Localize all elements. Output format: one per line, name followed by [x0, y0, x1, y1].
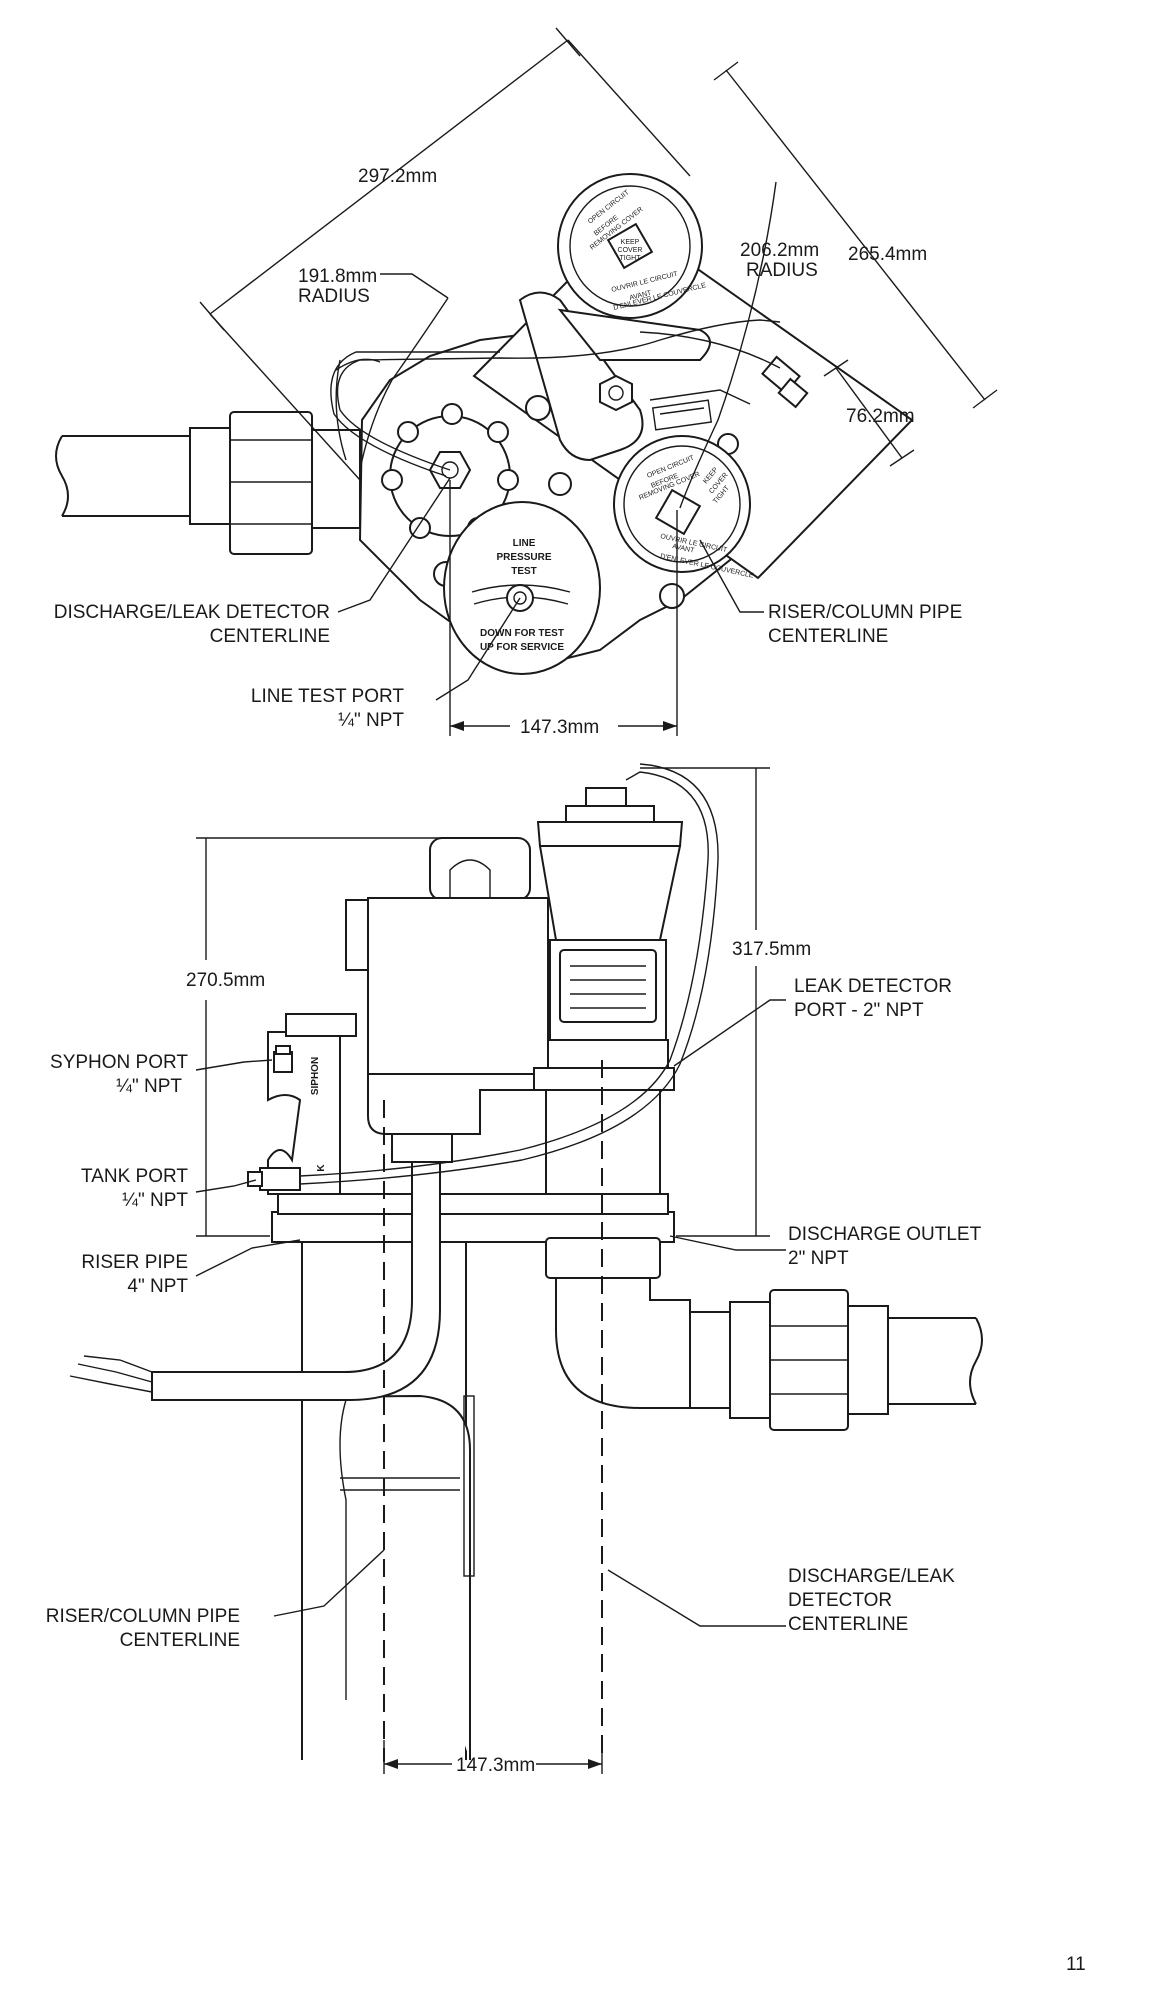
dim-spacing-side-label: 147.3mm [456, 1755, 535, 1776]
discharge-centerline-side-label-1: DISCHARGE/LEAK [788, 1566, 955, 1587]
line-test-port-label-2: ¼" NPT [338, 710, 404, 731]
discharge-centerline-label-2: CENTERLINE [210, 626, 330, 647]
keep-cover-text-top-2: COVER [618, 247, 643, 254]
top-lever [518, 291, 711, 462]
discharge-centerline-side-label-3: CENTERLINE [788, 1614, 908, 1635]
riser-centerline-top-label-1: RISER/COLUMN PIPE [768, 602, 962, 623]
side-view: SIPHON K [46, 763, 983, 1776]
dim-offset-label: 76.2mm [846, 406, 915, 427]
tank-port-label-1: TANK PORT [81, 1166, 188, 1187]
keep-cover-text-top: KEEP [621, 239, 640, 246]
side-leak-detector [533, 787, 684, 1195]
plate-line-text: LINE [513, 538, 536, 549]
top-round-cover: KEEP COVER TIGHT OPEN CIRCUIT BEFORE REM… [557, 173, 707, 319]
side-riser-pipe [301, 1242, 475, 1760]
plate-pressure-text: PRESSURE [496, 552, 551, 563]
side-discharge-pipe [545, 1237, 983, 1431]
riser-centerline-side-label-2: CENTERLINE [120, 1630, 240, 1651]
cover-french-riser-2: AVANT [672, 543, 696, 555]
syphon-port-label-1: SYPHON PORT [50, 1052, 188, 1073]
tank-stamp: K [316, 1164, 327, 1172]
side-dimensions [195, 767, 786, 1774]
side-motor-housing [345, 837, 549, 1163]
dim-radius-left-word: RADIUS [298, 286, 370, 307]
leak-detector-port-label-2: PORT - 2" NPT [794, 1000, 924, 1021]
discharge-centerline-side-label-2: DETECTOR [788, 1590, 892, 1611]
dim-width-label: 297.2mm [358, 166, 437, 187]
page-number: 11 [1066, 1954, 1086, 1975]
dim-height-left-label: 270.5mm [186, 970, 265, 991]
discharge-centerline-label-1: DISCHARGE/LEAK DETECTOR [54, 602, 330, 623]
top-dimensions [199, 27, 998, 736]
riser-pipe-label-2: 4" NPT [127, 1276, 188, 1297]
tank-port-label-2: ¼" NPT [122, 1190, 188, 1211]
top-discharge-pipe [55, 411, 361, 555]
side-tubing [299, 763, 719, 1185]
side-cable [69, 1161, 441, 1401]
line-test-port-label-1: LINE TEST PORT [251, 686, 404, 707]
discharge-outlet-label-1: DISCHARGE OUTLET [788, 1224, 982, 1245]
discharge-outlet-label-2: 2" NPT [788, 1248, 849, 1269]
dim-depth-label: 265.4mm [848, 244, 927, 265]
riser-pipe-label-1: RISER PIPE [81, 1252, 188, 1273]
leak-detector-port-label-1: LEAK DETECTOR [794, 976, 952, 997]
dim-radius-right-value: 206.2mm [740, 240, 819, 261]
plate-down-text: DOWN FOR TEST [480, 628, 564, 639]
top-tubing [330, 319, 809, 477]
syphon-stamp: SIPHON [310, 1057, 321, 1095]
dim-radius-left-value: 191.8mm [298, 266, 377, 287]
keep-cover-text-top-3: TIGHT [620, 255, 642, 262]
side-manifold-block: SIPHON K [247, 1013, 357, 1195]
top-line-pressure-plate: LINE PRESSURE TEST DOWN FOR TEST UP FOR … [443, 501, 601, 675]
riser-centerline-side-label-1: RISER/COLUMN PIPE [46, 1606, 240, 1627]
syphon-port-label-2: ¼" NPT [116, 1076, 182, 1097]
top-view: KEEP COVER TIGHT OPEN CIRCUIT BEFORE REM… [54, 27, 998, 738]
dim-radius-right-word: RADIUS [746, 260, 818, 281]
plate-test-text: TEST [511, 566, 537, 577]
plate-up-text: UP FOR SERVICE [480, 642, 564, 653]
riser-centerline-top-label-2: CENTERLINE [768, 626, 888, 647]
dim-height-right-label: 317.5mm [732, 939, 811, 960]
dim-spacing-top-label: 147.3mm [520, 717, 599, 738]
